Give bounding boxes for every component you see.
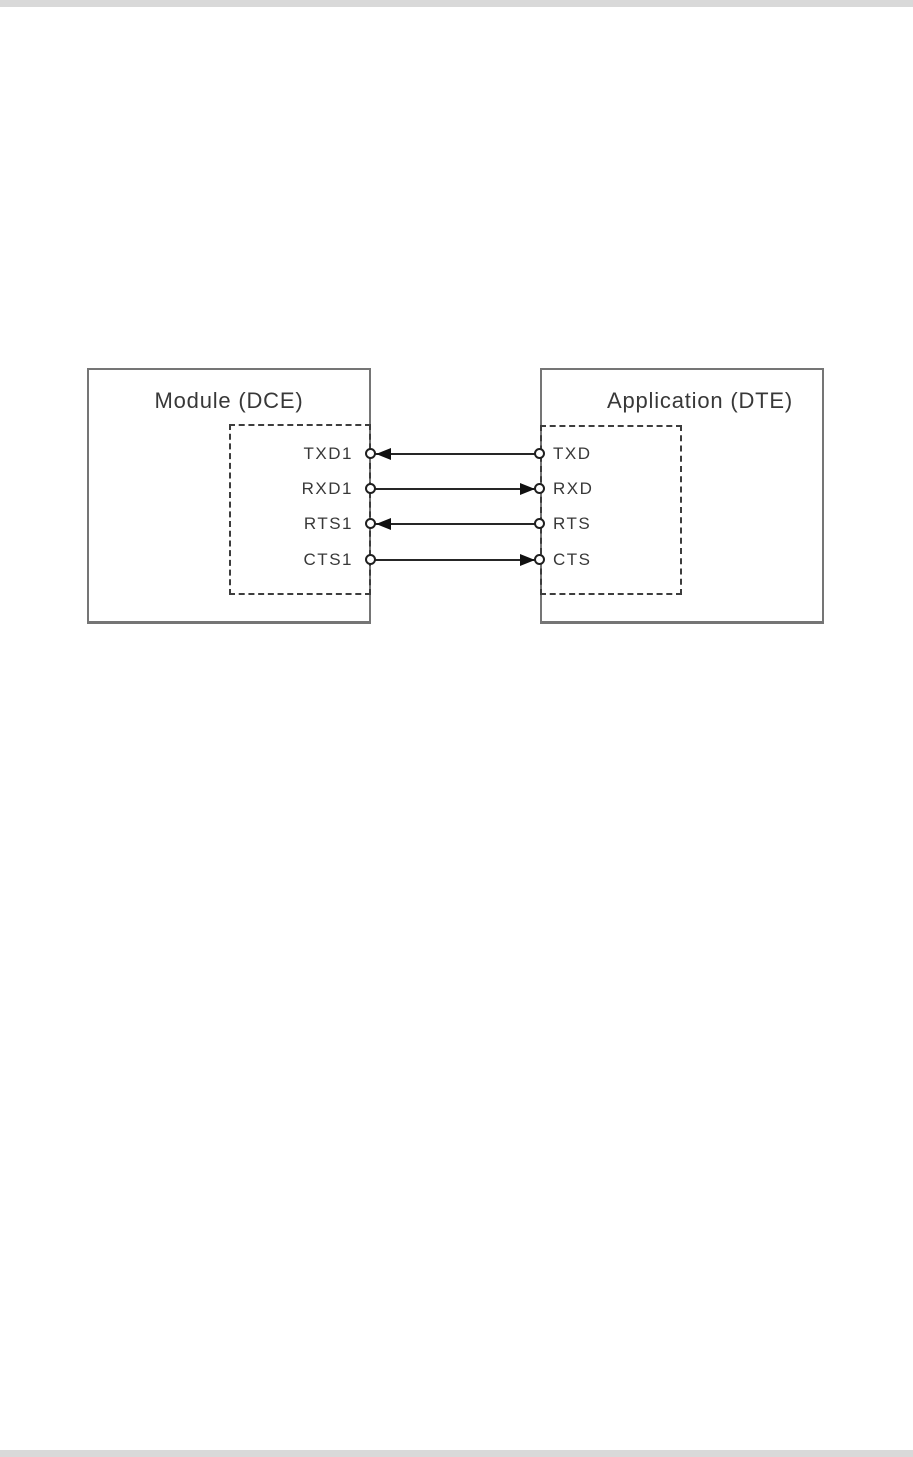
serial-connection-diagram: Module (DCE) Application (DTE) TXD1 TXD … xyxy=(87,368,824,624)
wire xyxy=(371,523,540,525)
wire xyxy=(371,453,540,455)
arrow-right-icon xyxy=(520,483,535,495)
module-dce-title: Module (DCE) xyxy=(154,388,304,413)
arrow-left-icon xyxy=(376,448,391,460)
signal-label-left: RXD1 xyxy=(301,479,353,498)
arrow-left-icon xyxy=(376,518,391,530)
application-dte-box: Application (DTE) xyxy=(540,368,824,624)
pin-icon xyxy=(534,483,545,494)
signal-label-right: RXD xyxy=(553,479,594,498)
arrow-right-icon xyxy=(520,554,535,566)
signal-label-left: CTS1 xyxy=(303,550,353,569)
signal-label-left: RTS1 xyxy=(303,514,353,533)
pin-icon xyxy=(365,554,376,565)
signal-label-right: RTS xyxy=(553,514,592,533)
application-uart-dashed-group xyxy=(540,425,682,595)
signal-label-right: CTS xyxy=(553,550,592,569)
page-separator-top xyxy=(0,0,913,7)
wire xyxy=(371,488,540,490)
page-separator-bottom xyxy=(0,1450,913,1457)
signal-label-left: TXD1 xyxy=(303,444,353,463)
pin-icon xyxy=(365,518,376,529)
pin-icon xyxy=(365,483,376,494)
module-uart-dashed-group xyxy=(229,424,371,595)
pin-icon xyxy=(534,448,545,459)
wire xyxy=(371,559,540,561)
signal-label-right: TXD xyxy=(553,444,592,463)
pin-icon xyxy=(534,518,545,529)
application-dte-title: Application (DTE) xyxy=(607,388,793,413)
pin-icon xyxy=(534,554,545,565)
pin-icon xyxy=(365,448,376,459)
